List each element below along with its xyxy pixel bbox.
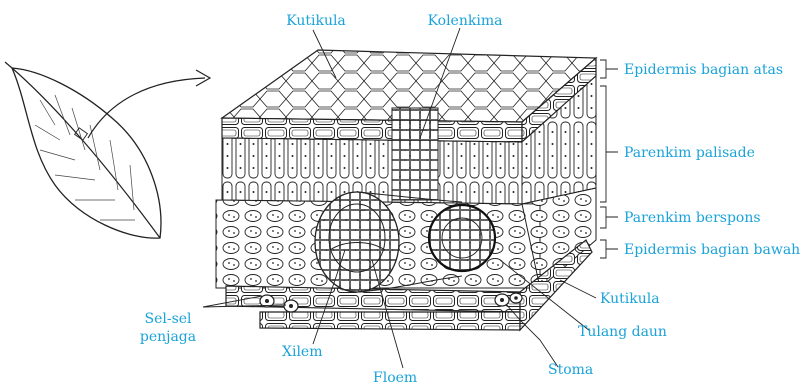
- leaf-icon: [5, 62, 161, 238]
- label-kutikula-top: Kutikula: [276, 13, 356, 29]
- label-epidermis-bagian-bawah: Epidermis bagian bawah: [624, 242, 800, 258]
- label-sel-sel-penjaga-line2: penjaga: [128, 329, 208, 345]
- label-stoma: Stoma: [548, 362, 593, 378]
- label-floem: Floem: [373, 370, 417, 386]
- leaf-block-drawing: [216, 50, 596, 330]
- label-epidermis-bagian-atas: Epidermis bagian atas: [624, 62, 783, 78]
- label-parenkim-berspons: Parenkim berspons: [624, 210, 761, 226]
- label-kolenkima: Kolenkima: [420, 13, 510, 29]
- label-sel-sel-penjaga-line1: Sel-sel: [128, 311, 208, 327]
- label-tulang-daun: Tulang daun: [578, 324, 667, 340]
- label-kutikula-bottom: Kutikula: [600, 291, 660, 307]
- label-xilem: Xilem: [282, 344, 322, 360]
- label-parenkim-palisade: Parenkim palisade: [624, 145, 755, 161]
